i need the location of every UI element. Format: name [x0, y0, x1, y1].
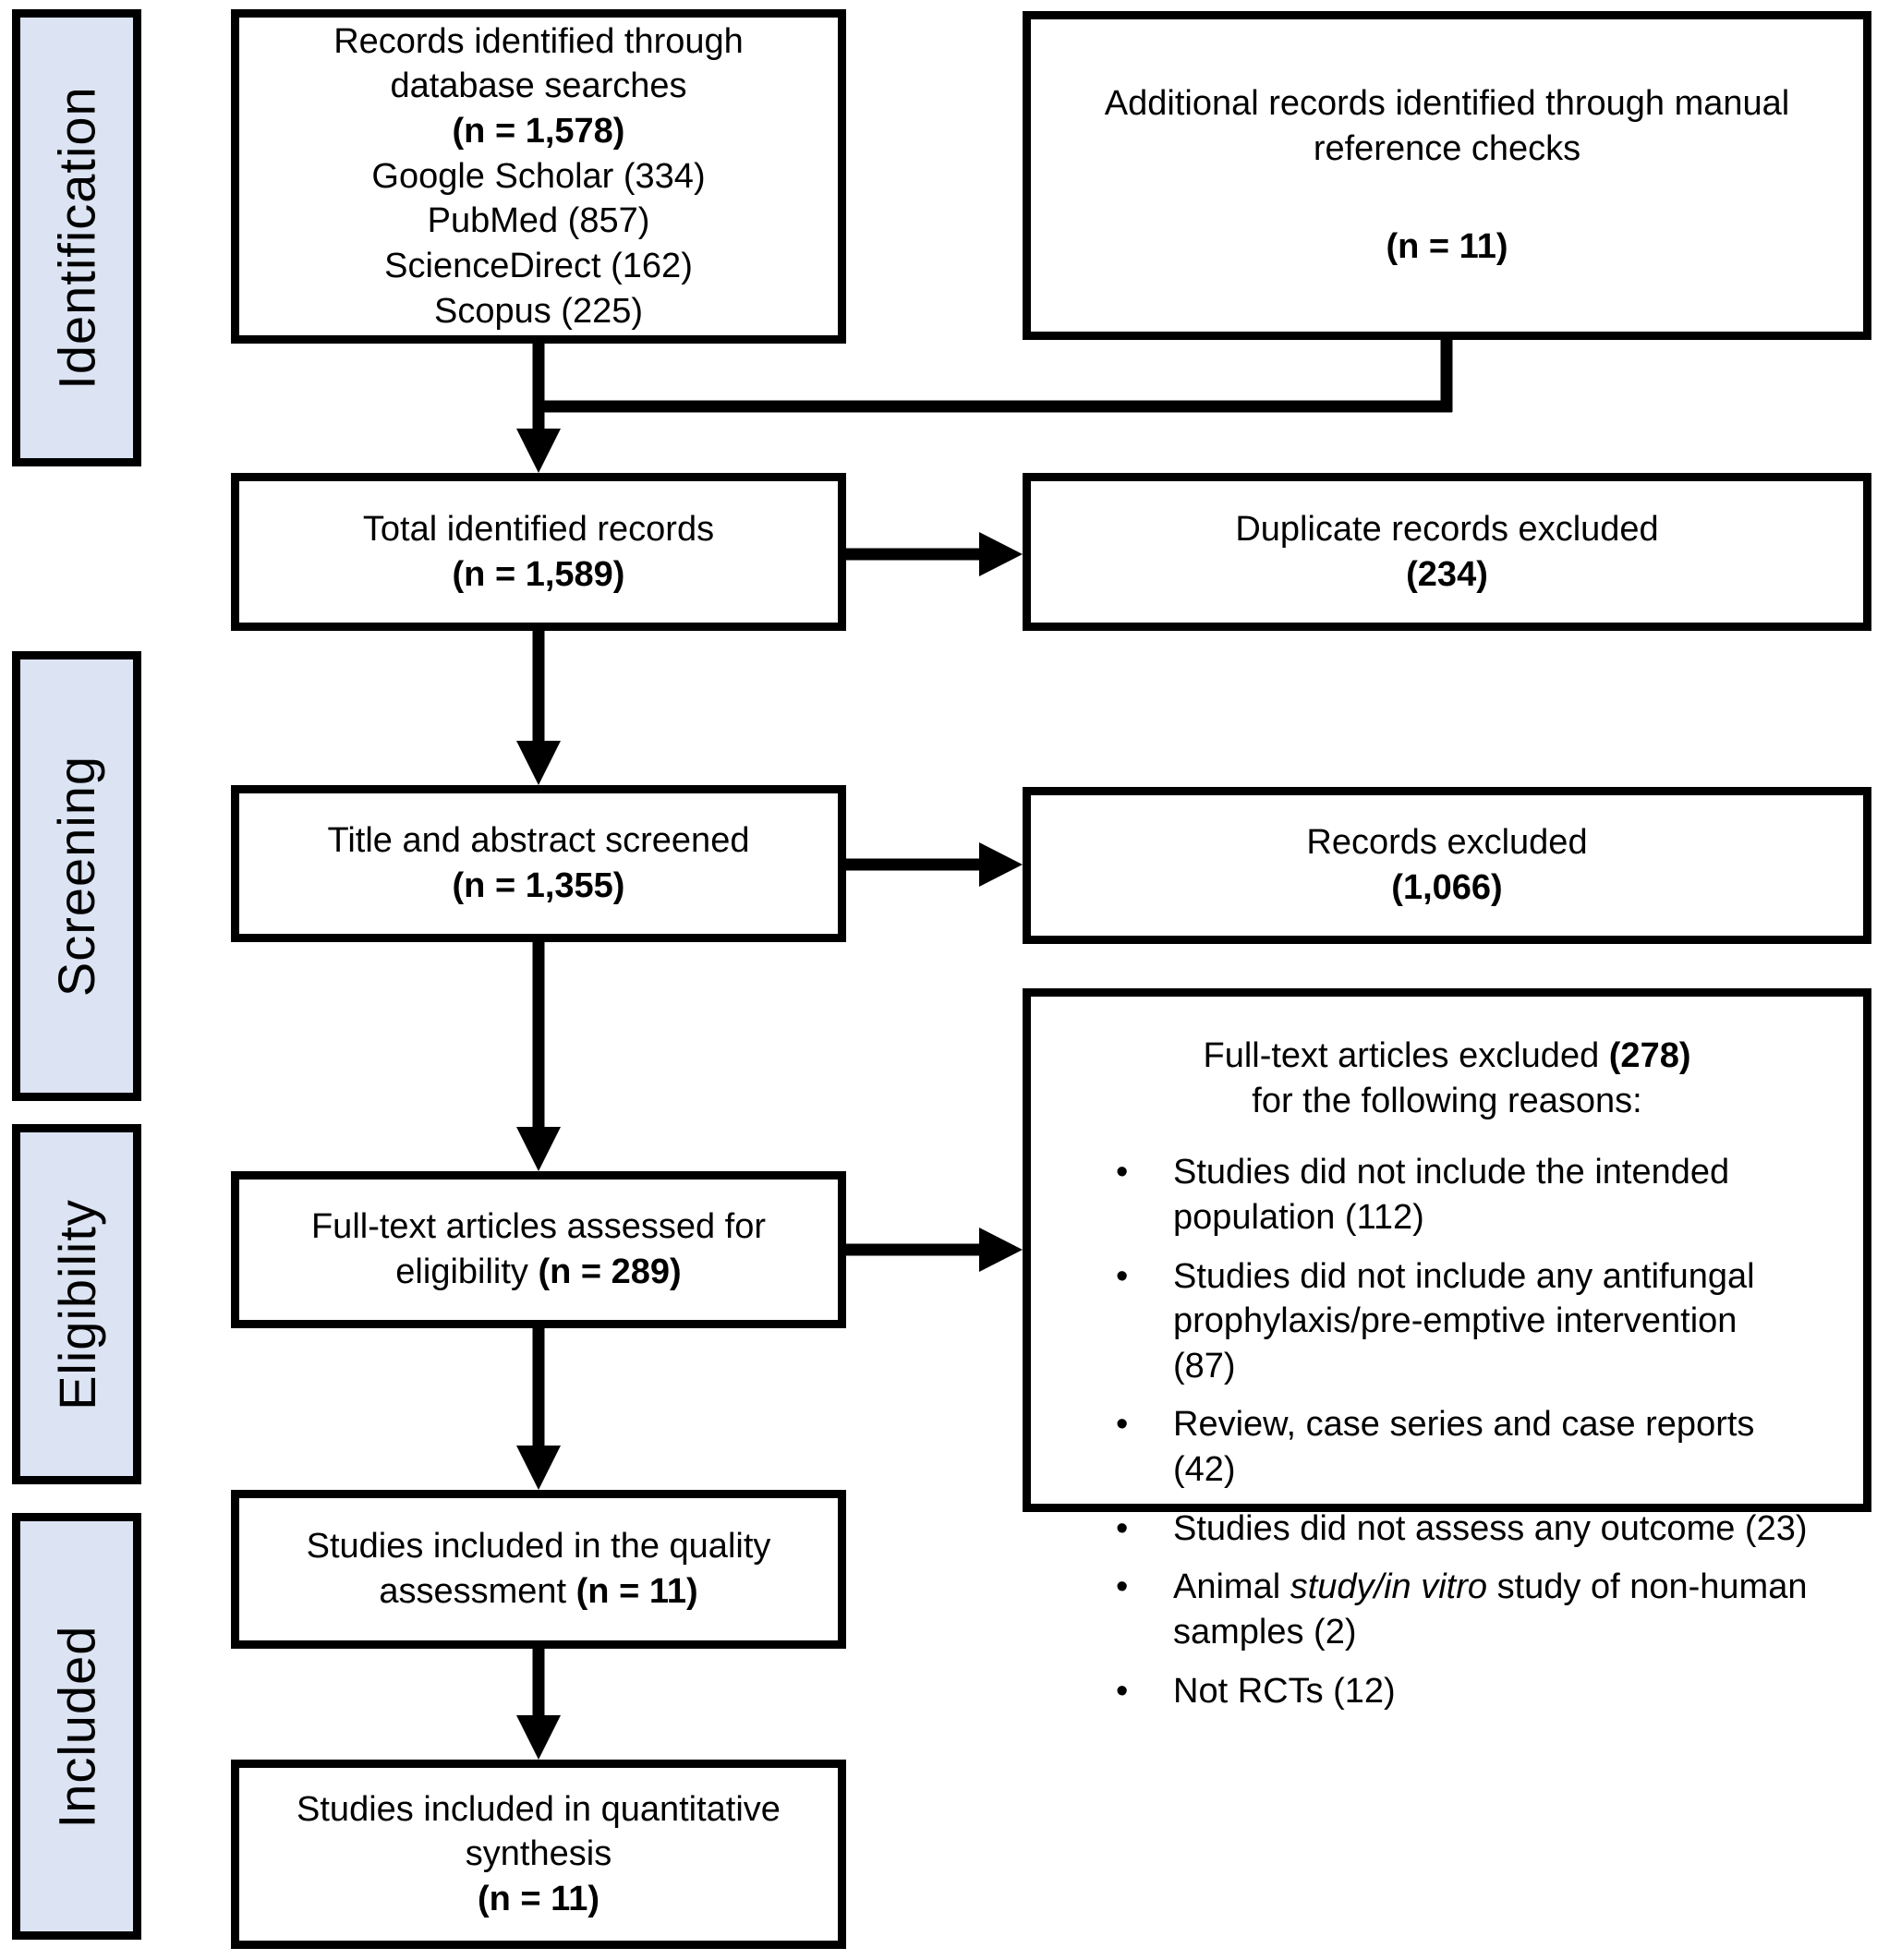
reason-text: Studies did not include any antifungal p… [1173, 1256, 1755, 1385]
reason-text: Studies did not include the intended pop… [1173, 1153, 1730, 1237]
reason-text: Review, case series and case reports (42… [1173, 1405, 1755, 1489]
screened-line1: Title and abstract screened [327, 821, 750, 861]
reason-item: • Studies did not assess any outcome (23… [1062, 1506, 1832, 1552]
fulltext-excluded-heading: Full-text articles excluded (278) [1062, 1034, 1832, 1079]
records-excluded-line1: Records excluded [1306, 823, 1588, 863]
arrow-quality-to-synthesis [516, 1649, 561, 1760]
total-identified-count: (n = 1,589) [452, 554, 625, 594]
total-identified-line1: Total identified records [362, 509, 715, 549]
box-records-identified: Records identified through database sear… [231, 9, 846, 344]
records-identified-line1: Records identified through [333, 21, 744, 61]
bullet-icon: • [1116, 1256, 1129, 1296]
box-duplicates-excluded: Duplicate records excluded (234) [1023, 473, 1871, 631]
reason-text: Animal study/in vitro study of non-human… [1173, 1565, 1832, 1654]
bullet-icon: • [1116, 1508, 1129, 1548]
reason-item: • Not RCTs (12) [1062, 1669, 1832, 1714]
duplicates-excluded-line1: Duplicate records excluded [1235, 509, 1659, 549]
stage-eligibility: Eligibility [12, 1124, 141, 1484]
reason-item: • Studies did not include any antifungal… [1062, 1254, 1832, 1389]
fulltext-excluded-heading-line2: for the following reasons: [1252, 1081, 1642, 1120]
bullet-icon: • [1116, 1153, 1129, 1192]
box-records-excluded: Records excluded (1,066) [1023, 787, 1871, 944]
bullet-icon: • [1116, 1567, 1129, 1607]
arrow-screened-to-fulltext [516, 942, 561, 1171]
synthesis-line2: synthesis [465, 1834, 612, 1874]
arrow-total-to-duplicates [846, 532, 1023, 576]
stage-eligibility-label: Eligibility [47, 1198, 106, 1410]
fulltext-assessed-count: (n = 289) [538, 1252, 682, 1291]
box-quantitative-synthesis: Studies included in quantitative synthes… [231, 1760, 846, 1949]
stage-screening-label: Screening [47, 755, 106, 998]
arrow-screened-to-excluded [846, 842, 1023, 887]
arrow-fulltext-to-quality [516, 1328, 561, 1490]
reason-item: • Animal study/in vitro study of non-hum… [1062, 1565, 1832, 1654]
stage-identification-label: Identification [47, 86, 106, 390]
source-scopus: Scopus (225) [433, 291, 643, 331]
box-fulltext-assessed: Full-text articles assessed for eligibil… [231, 1171, 846, 1328]
stage-included: Included [12, 1513, 141, 1940]
reason-text: Studies did not assess any outcome (23) [1173, 1508, 1808, 1548]
duplicates-excluded-count: (234) [1406, 554, 1488, 594]
bullet-icon: • [1116, 1671, 1129, 1711]
stage-identification: Identification [12, 9, 141, 466]
source-pubmed: PubMed (857) [427, 201, 650, 241]
additional-records-line2: reference checks [1313, 128, 1581, 168]
reason-text-post: study of non-human samples (2) [1173, 1567, 1808, 1651]
quality-assessment-line1: Studies included in the quality [306, 1527, 771, 1567]
synthesis-line1: Studies included in quantitative [297, 1789, 781, 1829]
arrow-records-to-total [516, 344, 561, 473]
box-title-abstract-screened: Title and abstract screened (n = 1,355) [231, 785, 846, 942]
additional-records-line1: Additional records identified through ma… [1104, 84, 1790, 124]
additional-records-count: (n = 11) [1386, 227, 1508, 267]
box-quality-assessment: Studies included in the quality assessme… [231, 1490, 846, 1649]
reason-text-pre: Animal [1173, 1567, 1290, 1607]
synthesis-count: (n = 11) [478, 1879, 599, 1918]
fulltext-assessed-line1: Full-text articles assessed for [310, 1207, 767, 1247]
box-total-identified: Total identified records (n = 1,589) [231, 473, 846, 631]
reason-item: • Review, case series and case reports (… [1062, 1402, 1832, 1492]
source-sciencedirect: ScienceDirect (162) [384, 246, 693, 285]
reason-item: • Studies did not include the intended p… [1062, 1150, 1832, 1240]
reason-text: Not RCTs (12) [1173, 1671, 1396, 1711]
stage-screening: Screening [12, 651, 141, 1101]
fulltext-excluded-count: (278) [1608, 1036, 1691, 1075]
arrow-fulltext-to-reasons [846, 1228, 1023, 1272]
exclusion-reasons-list: • Studies did not include the intended p… [1062, 1136, 1832, 1713]
records-identified-count: (n = 1,578) [452, 112, 625, 151]
bullet-icon: • [1116, 1405, 1129, 1445]
quality-assessment-count: (n = 11) [575, 1572, 698, 1611]
arrow-total-to-screened [516, 631, 561, 785]
box-additional-records: Additional records identified through ma… [1023, 11, 1871, 340]
screened-count: (n = 1,355) [452, 866, 625, 905]
box-fulltext-excluded-reasons: Full-text articles excluded (278) for th… [1023, 988, 1871, 1711]
records-identified-line2: database searches [390, 67, 687, 106]
source-google-scholar: Google Scholar (334) [371, 156, 706, 196]
reason-text-italic: study/in vitro [1290, 1567, 1488, 1607]
quality-assessment-line2: assessment [379, 1572, 576, 1611]
fulltext-excluded-heading-text: Full-text articles excluded [1203, 1036, 1609, 1075]
records-excluded-count: (1,066) [1391, 868, 1503, 907]
connector-additional-to-total [533, 340, 1453, 413]
stage-included-label: Included [47, 1625, 106, 1828]
fulltext-assessed-line2: eligibility [395, 1252, 539, 1291]
